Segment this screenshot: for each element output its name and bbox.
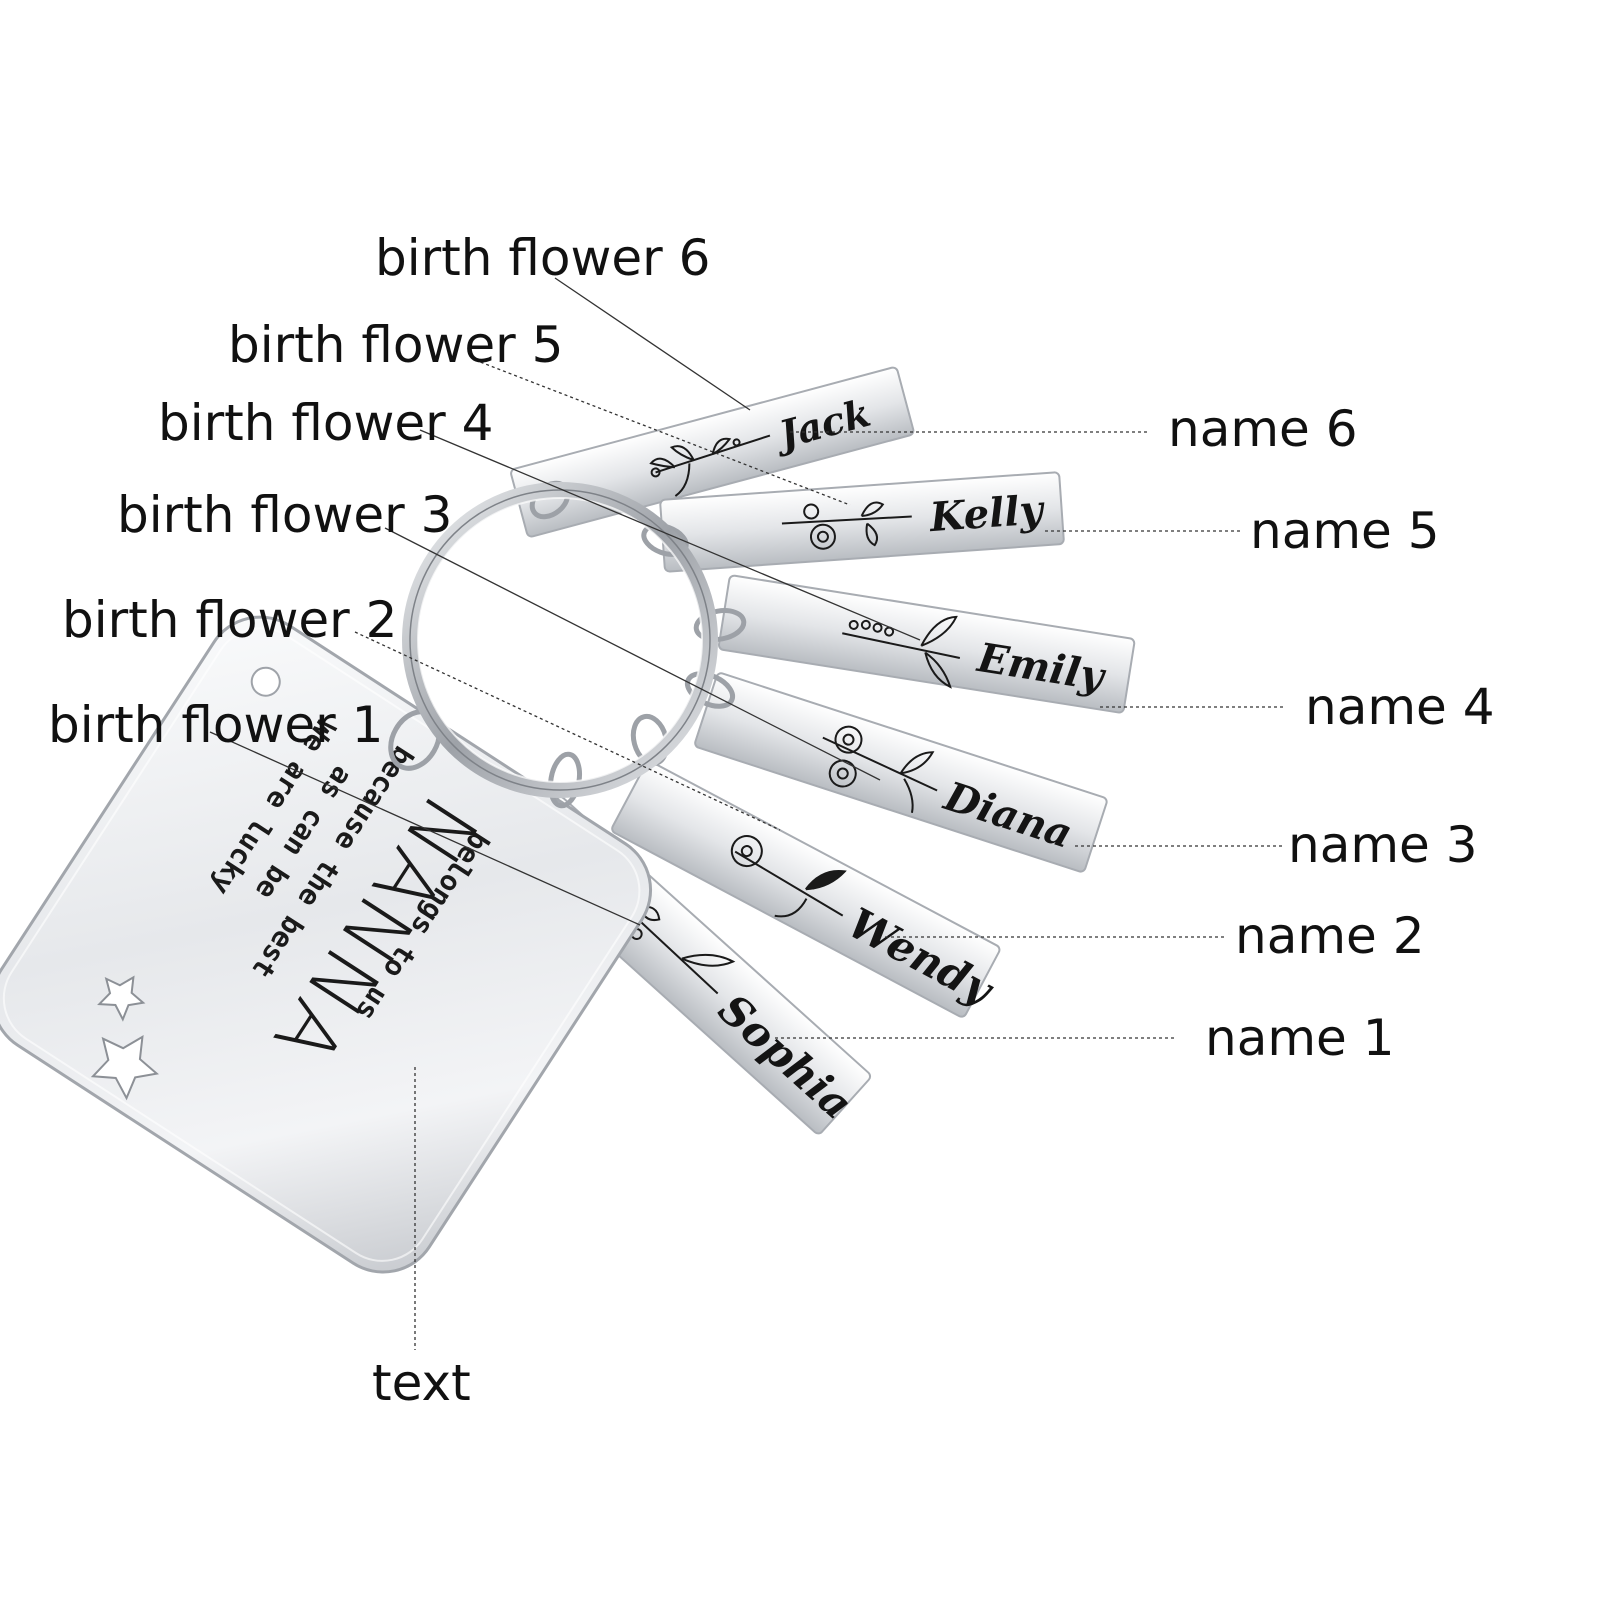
bar-tag-4: Emily [717,574,1136,714]
star-cutouts [90,975,159,1101]
label-name-3: name 3 [1288,816,1478,874]
leader-flower-1 [209,731,641,926]
leader-flower-4 [419,429,921,641]
birth-flower-3-engraving [822,725,938,814]
label-birth-flower-5: birth flower 5 [228,316,563,374]
label-birth-flower-4: birth flower 4 [158,394,493,452]
label-name-2: name 2 [1235,907,1425,965]
label-name-6: name 6 [1168,400,1358,458]
label-birth-flower-3: birth flower 3 [117,486,452,544]
birth-flower-4-engraving [842,615,961,689]
leader-flower-3 [384,527,881,781]
label-name-1: name 1 [1205,1009,1395,1067]
callout-labels: birth flower 6 birth flower 5 birth flow… [48,229,1495,1412]
leader-flower-2 [354,631,781,831]
leader-flower-5 [474,359,851,506]
label-name-4: name 4 [1305,678,1495,736]
label-name-5: name 5 [1250,502,1440,560]
birth-flower-2-engraving [730,835,847,918]
star-icon [97,975,146,1022]
label-birth-flower-2: birth flower 2 [62,591,397,649]
leader-lines [209,277,1285,1350]
split-key-ring [402,482,718,798]
leader-flower-6 [554,277,751,411]
label-birth-flower-1: birth flower 1 [48,696,383,754]
star-icon [90,1034,159,1101]
label-birth-flower-6: birth flower 6 [375,229,710,287]
bar-tag-3: Diana [694,672,1108,873]
main-tag: We are lucky as can be because the best … [0,615,653,1274]
bar-tag-5: Kelly [659,471,1065,573]
birth-flower-5-engraving [781,501,912,550]
birth-flower-6-engraving [649,434,771,497]
label-text: text [372,1354,471,1412]
bar-name-5: Kelly [927,486,1047,541]
